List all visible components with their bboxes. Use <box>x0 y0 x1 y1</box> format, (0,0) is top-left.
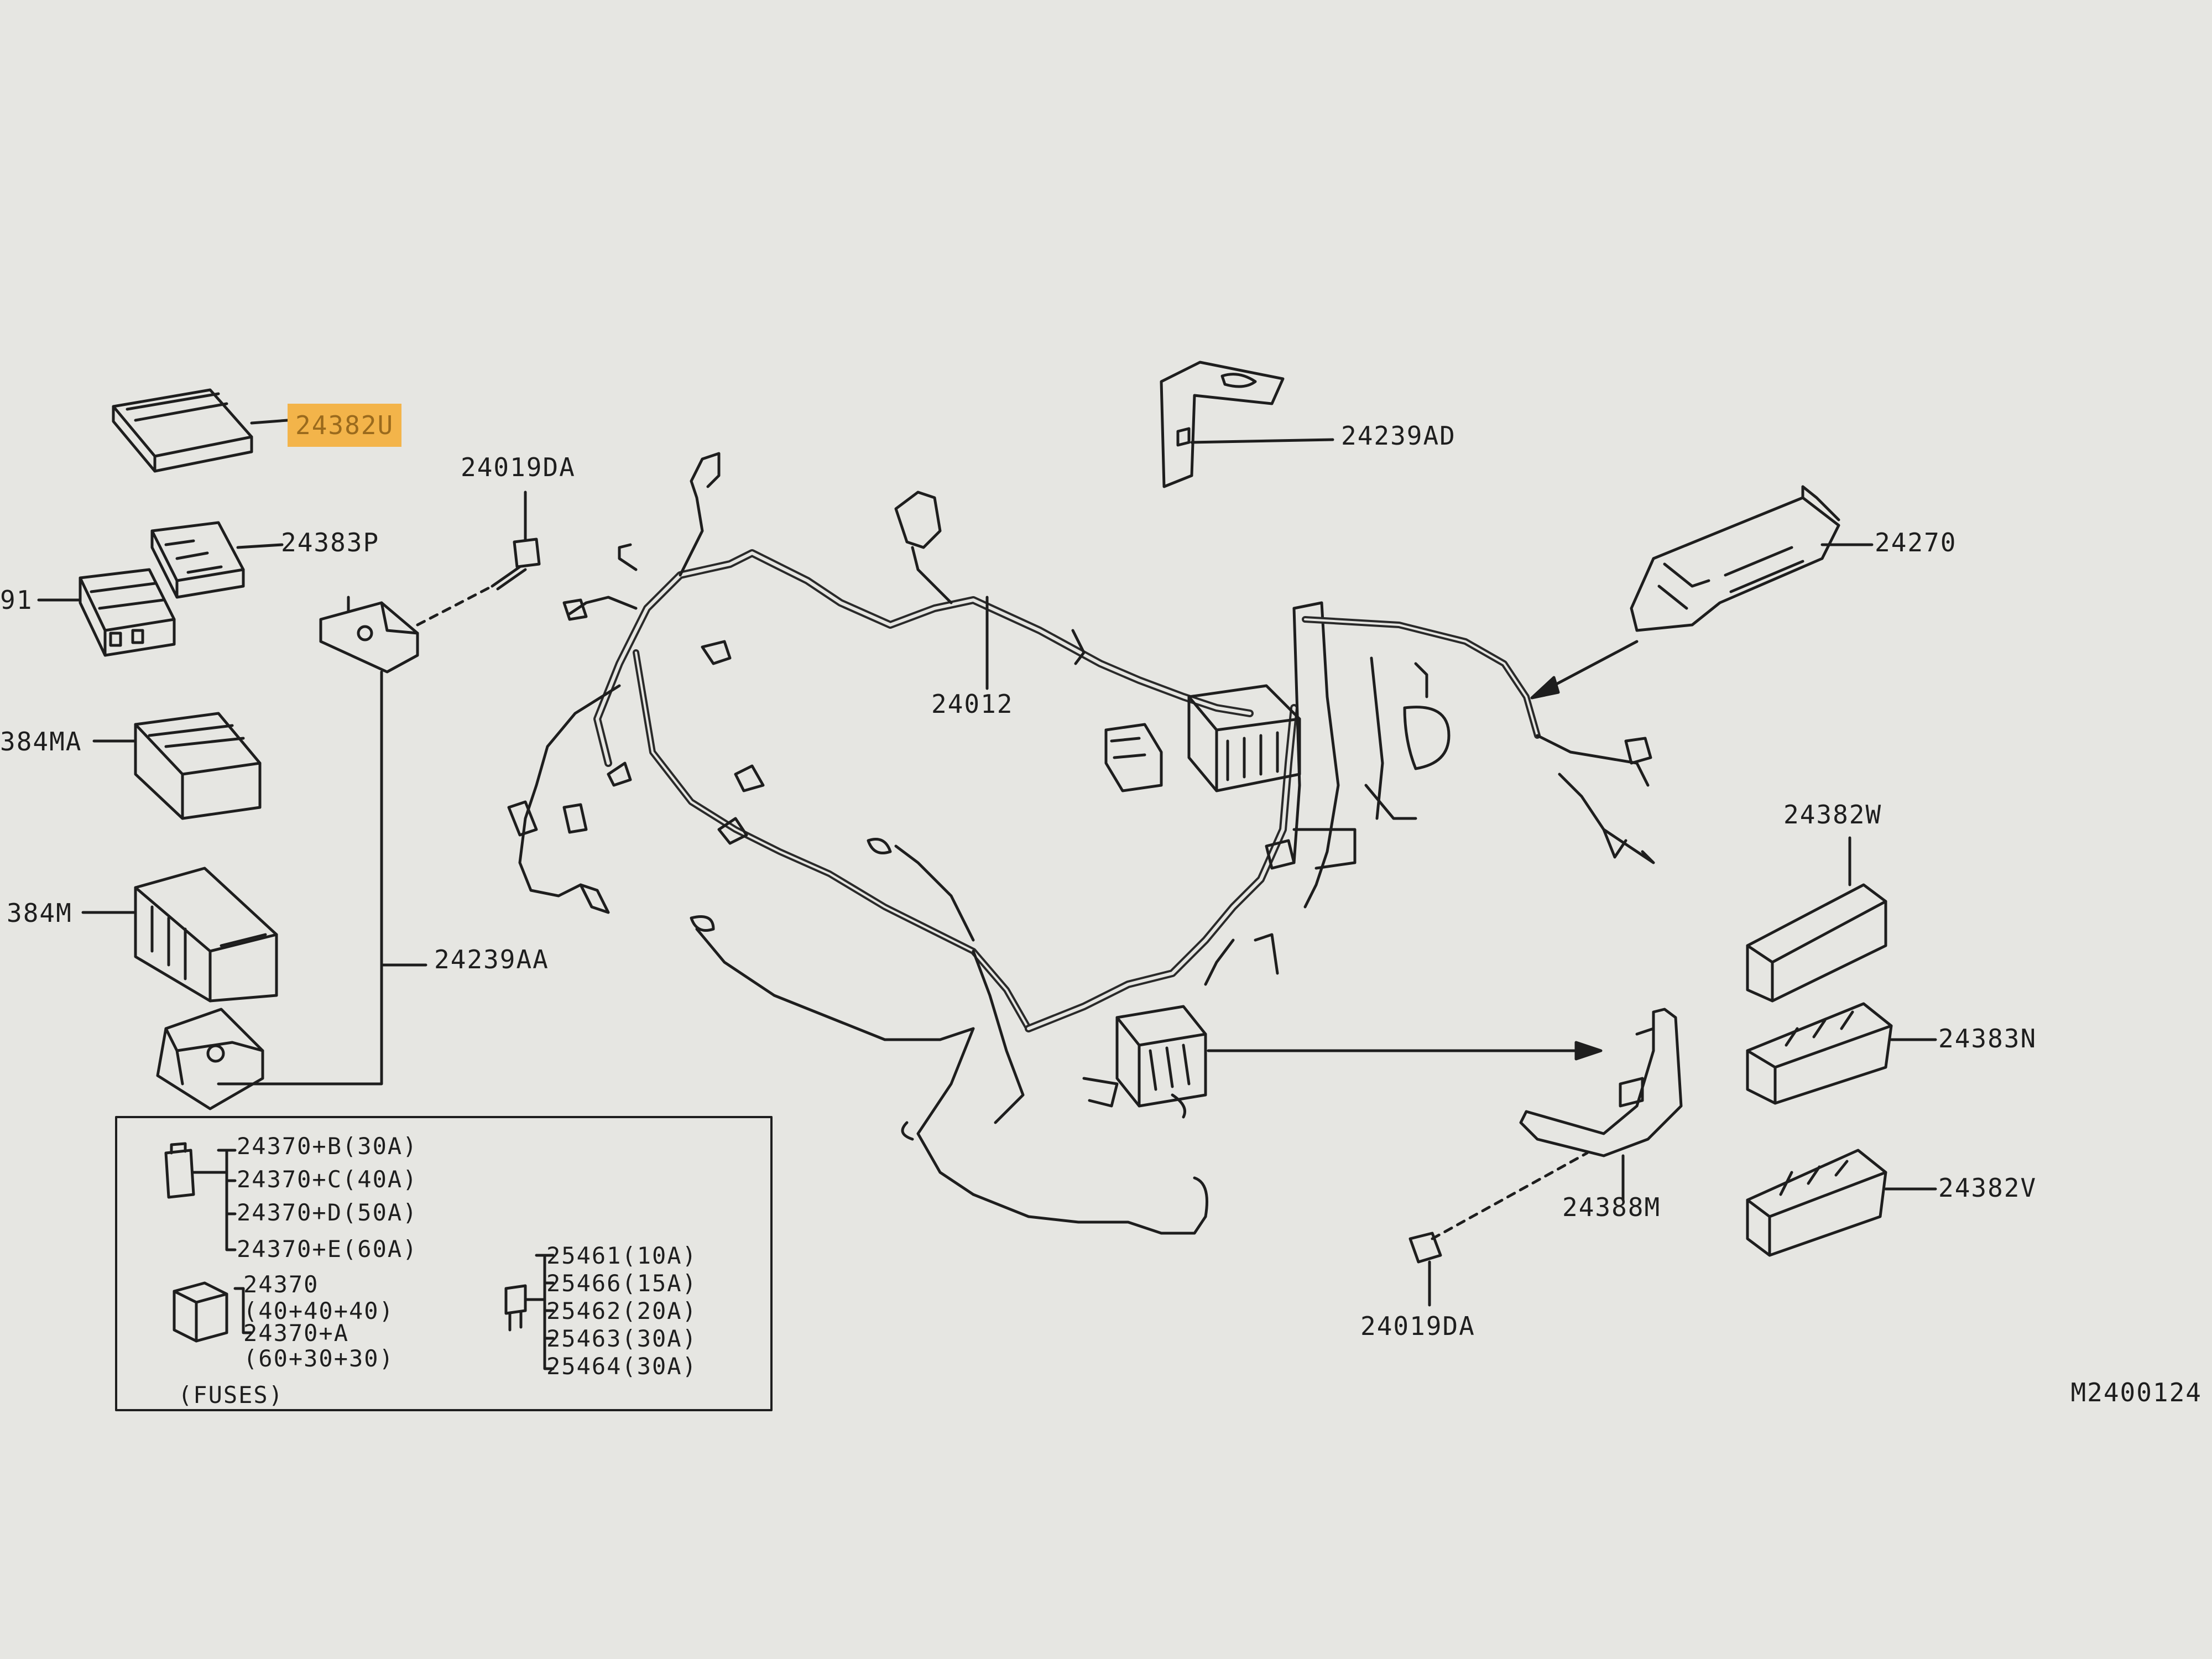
fuse-24370-B[interactable]: 24370+B(30A) <box>237 1133 418 1160</box>
label-24383P[interactable]: 24383P <box>281 528 380 557</box>
bracket-24384MA[interactable] <box>92 712 262 820</box>
connector-24383N[interactable] <box>1746 1002 1937 1105</box>
label-24012[interactable]: 24012 <box>931 689 1014 719</box>
fuse-25466[interactable]: 25466(15A) <box>546 1270 697 1297</box>
bracket-bottom-left[interactable] <box>156 1008 264 1110</box>
bolt-24019DA-top[interactable] <box>416 491 541 627</box>
fuse-25463[interactable]: 25463(30A) <box>546 1325 697 1352</box>
drawing-code: M2400124 <box>2070 1378 2202 1407</box>
fuse-cover-24382W[interactable] <box>1746 836 1887 1003</box>
label-24019DA-top[interactable]: 24019DA <box>461 452 576 482</box>
fuses-box-title: (FUSES) <box>178 1381 284 1408</box>
label-24382V[interactable]: 24382V <box>1938 1173 2037 1203</box>
fuse-25462[interactable]: 25462(20A) <box>546 1297 697 1324</box>
fuses-legend-box <box>115 1116 773 1411</box>
bracket-24239AA[interactable] <box>319 596 419 674</box>
fuse-24370-D[interactable]: 24370+D(50A) <box>237 1199 418 1226</box>
label-24239AD[interactable]: 24239AD <box>1341 421 1456 451</box>
label-24270[interactable]: 24270 <box>1875 528 1957 557</box>
label-24391[interactable]: 91 <box>0 585 33 615</box>
label-24019DA-bottom[interactable]: 24019DA <box>1360 1311 1475 1341</box>
label-24384MA[interactable]: 384MA <box>0 727 82 757</box>
relay-base-24391[interactable] <box>37 568 176 657</box>
fuse-24370-A-rating: (60+30+30) <box>243 1345 394 1372</box>
label-24388M[interactable]: 24388M <box>1562 1192 1661 1222</box>
fuse-25461[interactable]: 25461(10A) <box>546 1242 697 1269</box>
label-24384M[interactable]: 384M <box>7 898 72 928</box>
multi-fuse-icon <box>173 1281 253 1343</box>
fuse-24370-rating: (40+40+40) <box>243 1297 394 1324</box>
fuse-cover-24382U[interactable] <box>112 388 289 473</box>
fuse-24370-E[interactable]: 24370+E(60A) <box>237 1235 418 1262</box>
connector-24383P[interactable] <box>150 521 284 599</box>
label-24383N[interactable]: 24383N <box>1938 1024 2037 1053</box>
relay-block-24382V[interactable] <box>1746 1149 1937 1257</box>
fuse-24370-C[interactable]: 24370+C(40A) <box>237 1166 418 1193</box>
slow-blow-fuse-icon <box>164 1142 237 1251</box>
label-24382U[interactable]: 24382U <box>288 404 402 447</box>
bracket-24239AD[interactable] <box>1160 361 1334 488</box>
fuse-24370-A[interactable]: 24370+A <box>243 1319 349 1347</box>
label-24382W[interactable]: 24382W <box>1783 800 1882 830</box>
fuse-24370[interactable]: 24370 <box>243 1271 319 1298</box>
housing-24384M[interactable] <box>81 867 278 1003</box>
fuse-25464[interactable]: 25464(30A) <box>546 1353 697 1380</box>
label-24239AA[interactable]: 24239AA <box>434 945 549 974</box>
bracket-24388M[interactable] <box>1519 1008 1683 1202</box>
bolt-24019DA-bottom[interactable] <box>1408 1151 1589 1307</box>
arrow-to-24388M <box>1207 1041 1603 1061</box>
wire-harness-24012[interactable] <box>507 452 1655 1235</box>
mini-fuse-icon <box>504 1254 555 1370</box>
leader-24239AA <box>217 670 427 1086</box>
cover-24270[interactable] <box>1530 485 1874 700</box>
